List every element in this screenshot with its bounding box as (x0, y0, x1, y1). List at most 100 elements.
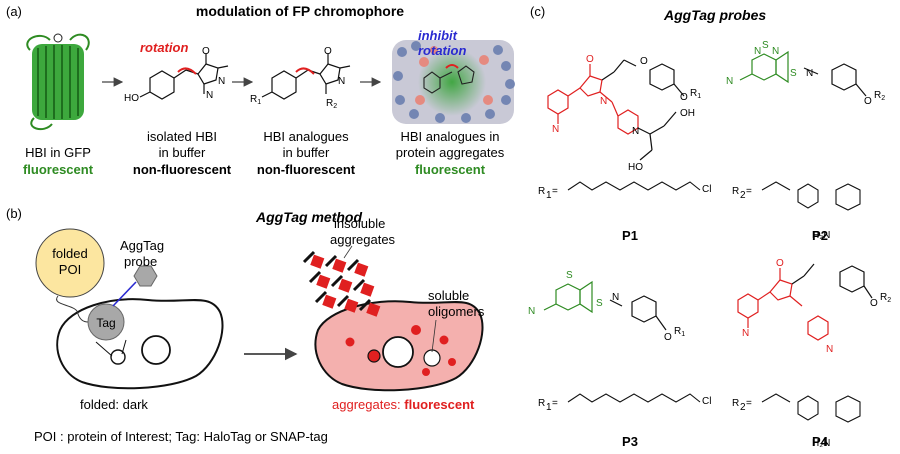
gfp-barrel-illustration (26, 33, 90, 131)
caption-hbi-aggregates: HBI analogues in protein aggregates fluo… (396, 129, 505, 177)
svg-text:1: 1 (546, 402, 552, 413)
tag-label: Tag (96, 316, 115, 330)
hbi-analogue-structure (261, 54, 351, 100)
r1-substituent-top: R 1 = Cl (538, 181, 711, 201)
svg-text:R1: R1 (690, 88, 701, 100)
panel-c-label: (c) (530, 4, 545, 19)
svg-text:R: R (538, 398, 545, 409)
svg-text:=: = (746, 398, 752, 409)
svg-text:R2: R2 (880, 292, 891, 304)
folded-dark-label: folded: dark (80, 397, 148, 412)
svg-text:R: R (732, 398, 739, 409)
panel-c-title: AggTag probes (663, 7, 766, 23)
svg-text:fluorescent: fluorescent (415, 162, 486, 177)
oligomers-label: oligomers (428, 304, 485, 319)
svg-text:N: N (772, 46, 779, 57)
aggregate-cell (314, 300, 484, 392)
r2-substituent-bottom: R 2 = H₂N (732, 393, 861, 449)
svg-text:H₂N: H₂N (812, 438, 830, 449)
svg-text:in buffer: in buffer (283, 145, 330, 160)
svg-text:N: N (632, 126, 639, 137)
probe-label-p2: P2 (812, 228, 828, 243)
svg-text:HBI in GFP: HBI in GFP (25, 145, 91, 160)
p1-structure (547, 59, 685, 161)
svg-text:non-fluorescent: non-fluorescent (133, 162, 232, 177)
aggregates-fluorescent-label: aggregates: fluorescent (332, 397, 475, 412)
svg-text:=: = (552, 398, 558, 409)
svg-text:O: O (664, 332, 672, 343)
svg-text:N: N (612, 292, 619, 303)
insoluble-aggregates-grid (302, 245, 381, 317)
svg-text:N: N (742, 328, 749, 339)
svg-text:HO: HO (628, 162, 643, 173)
svg-text:O: O (586, 54, 594, 65)
hbi-structure (139, 54, 229, 100)
folded-cell (56, 298, 224, 390)
aggregates-label: aggregates (330, 232, 396, 247)
panel-b-label: (b) (6, 206, 22, 221)
svg-text:HBI analogues: HBI analogues (263, 129, 349, 144)
panel-a-title: modulation of FP chromophore (196, 3, 404, 19)
aggtag-probe-hexagon (133, 265, 158, 287)
aggtag-label: AggTag (120, 238, 164, 253)
probe-label-p4: P4 (812, 434, 829, 449)
inhibit-label: inhibit (418, 28, 458, 43)
probe-label: probe (124, 254, 157, 269)
svg-text:S: S (596, 298, 603, 309)
r1-substituent-bottom: R 1 = Cl (538, 393, 711, 413)
folded-label: folded (52, 246, 87, 261)
probe-label-p1: P1 (622, 228, 638, 243)
svg-text:OH: OH (680, 108, 695, 119)
caption-isolated-hbi: isolated HBI in buffer non-fluorescent (133, 129, 232, 177)
svg-text:non-fluorescent: non-fluorescent (257, 162, 356, 177)
svg-text:N: N (552, 124, 559, 135)
footer-note: POI : protein of Interest; Tag: HaloTag … (34, 429, 328, 444)
svg-text:2: 2 (740, 190, 746, 201)
svg-text:R2: R2 (326, 98, 337, 110)
svg-text:O: O (202, 46, 210, 57)
p2-structure (739, 50, 867, 97)
svg-text:HBI analogues in: HBI analogues in (400, 129, 499, 144)
svg-text:O: O (680, 92, 688, 103)
soluble-label: soluble (428, 288, 469, 303)
p3-structure (543, 280, 667, 331)
svg-text:S: S (790, 68, 797, 79)
svg-text:in buffer: in buffer (159, 145, 206, 160)
svg-text:=: = (552, 186, 558, 197)
svg-text:O: O (864, 96, 872, 107)
svg-text:O: O (776, 258, 784, 269)
panel-a-label: (a) (6, 4, 22, 19)
svg-text:O: O (324, 46, 332, 57)
poi-label: POI (59, 262, 81, 277)
svg-text:H₂N: H₂N (812, 230, 830, 241)
svg-text:1: 1 (546, 190, 552, 201)
svg-text:R2: R2 (874, 90, 885, 102)
caption-hbi-analogues: HBI analogues in buffer non-fluorescent (257, 129, 356, 177)
svg-text:fluorescent: fluorescent (23, 162, 94, 177)
svg-text:R1: R1 (674, 326, 685, 338)
caption-gfp: HBI in GFP fluorescent (23, 145, 94, 177)
rotation-label: rotation (140, 40, 188, 55)
svg-text:protein aggregates: protein aggregates (396, 145, 505, 160)
svg-text:2: 2 (740, 402, 746, 413)
rotation-arrow (177, 67, 197, 75)
svg-text:N: N (806, 68, 813, 79)
svg-text:N: N (338, 76, 345, 87)
linker (56, 295, 89, 323)
svg-text:S: S (762, 40, 769, 51)
tag-circle (87, 303, 125, 341)
svg-text:R: R (538, 186, 545, 197)
svg-text:O: O (870, 298, 878, 309)
svg-text:N: N (600, 96, 607, 107)
r2-substituent-top: R 2 = H₂N (732, 181, 861, 241)
svg-text:R: R (732, 186, 739, 197)
folded-poi-circle (35, 228, 105, 298)
inhibit-rotation-label: rotation (418, 43, 466, 58)
tag-probe-bond (112, 281, 137, 307)
svg-text:S: S (566, 270, 573, 281)
panel-b-title: AggTag method (255, 209, 362, 225)
p4-structure (737, 263, 873, 341)
svg-text:N: N (218, 76, 225, 87)
svg-text:N: N (528, 306, 535, 317)
